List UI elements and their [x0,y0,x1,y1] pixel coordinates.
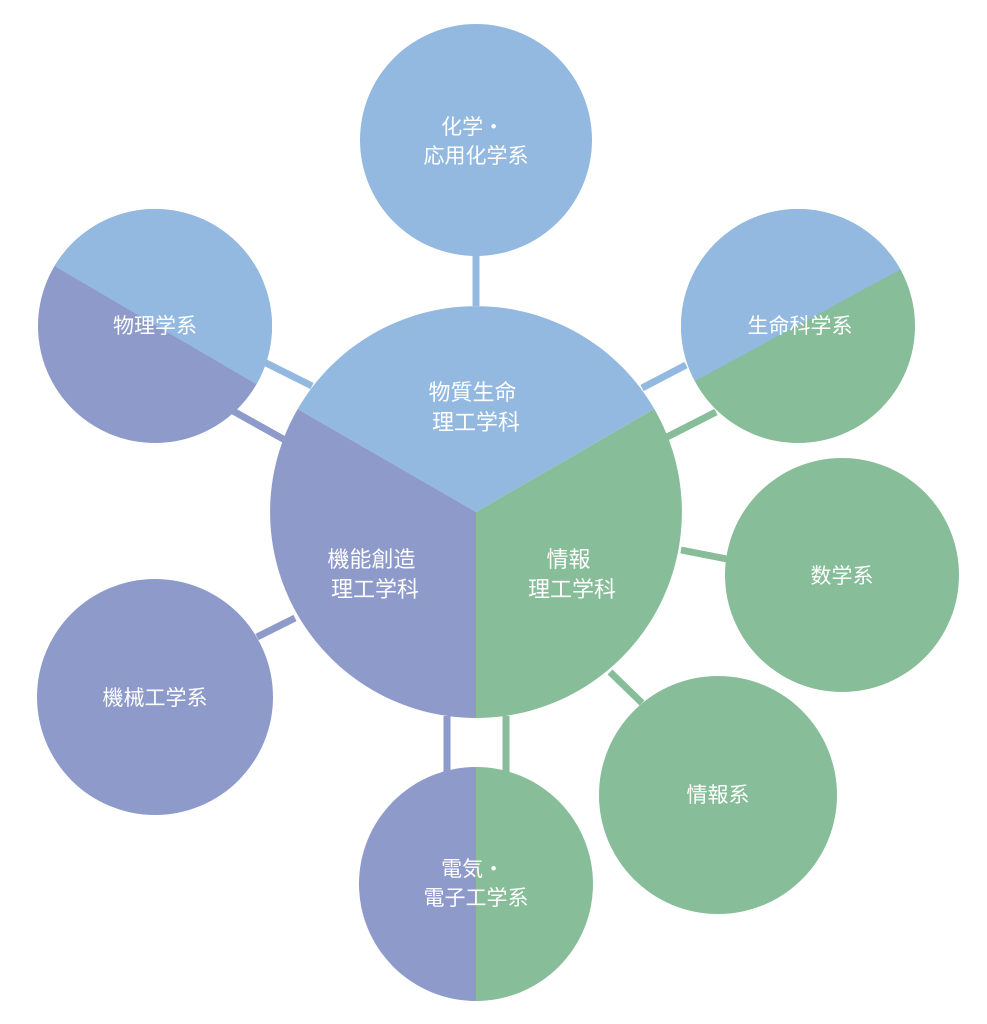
connector-physics-purple [231,407,287,444]
node-mathematics-label: 数学系 [811,564,874,588]
connector-life-blue [640,361,688,392]
connector-information [607,669,645,706]
node-chemistry-circle [360,24,592,256]
node-mathematics: 数学系 [725,458,959,692]
node-chemistry-label: 化学・ 応用化学系 [424,115,529,168]
node-life-science-blue-half [681,209,915,400]
node-mathematics-circle [725,458,959,692]
center-top-label: 物質生命 理工学科 [428,381,523,436]
connector-group [231,255,728,772]
center-right-label: 情報 理工学科 [528,548,616,603]
node-information-label: 情報系 [687,783,750,807]
node-mechanical: 機械工学系 [37,579,273,815]
node-electrical: 電気・ 電子工学系 [359,767,593,1001]
center-left-label: 機能創造 理工学科 [327,548,422,603]
center-circle: 物質生命 理工学科 機能創造 理工学科 情報 理工学科 [270,306,682,718]
connector-mechanical [255,614,297,641]
node-physics-blue-half [38,209,272,404]
connector-life-green [665,408,718,441]
center-segment-functional-creation [270,409,476,718]
node-chemistry: 化学・ 応用化学系 [360,24,592,256]
center-segment-information [476,409,682,718]
connector-mathematics [680,546,728,563]
node-mechanical-circle [37,579,273,815]
node-physics-label: 物理学系 [113,314,197,338]
connector-physics-blue [262,358,314,390]
node-life-science: 生命科学系 [681,209,915,443]
node-electrical-label: 電気・ 電子工学系 [424,857,529,910]
node-life-science-label: 生命科学系 [748,314,853,338]
node-information-circle [599,676,837,914]
node-mechanical-label: 機械工学系 [103,686,208,710]
node-information: 情報系 [599,676,837,914]
node-physics: 物理学系 [38,209,272,443]
center-segment-physical-life [297,306,655,512]
